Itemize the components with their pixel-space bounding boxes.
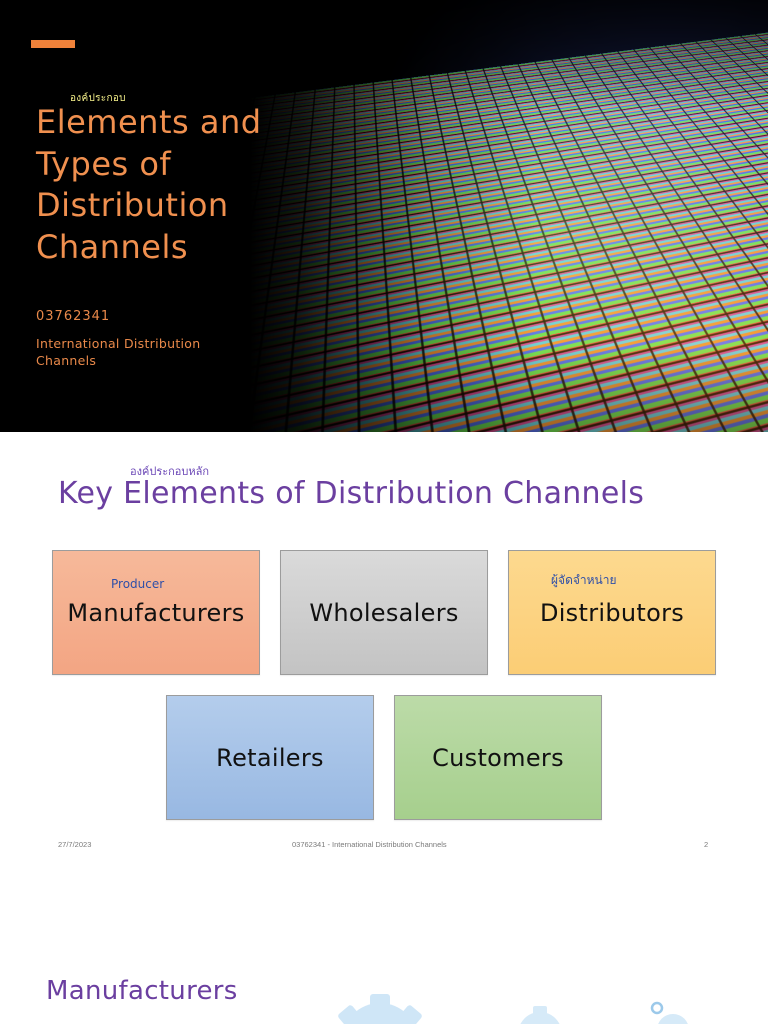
hero-image-fade bbox=[250, 0, 768, 432]
card-label: Wholesalers bbox=[309, 598, 459, 627]
element-card-distributors: ผู้จัดจำหน่าย Distributors bbox=[508, 550, 716, 675]
handwritten-annotation: ผู้จัดจำหน่าย bbox=[551, 573, 617, 587]
course-code: 03762341 bbox=[36, 309, 111, 324]
manufacturers-slide: Manufacturers bbox=[0, 862, 768, 1024]
handwritten-annotation: Producer bbox=[111, 577, 165, 591]
element-card-wholesalers: Wholesalers bbox=[280, 550, 488, 675]
handwritten-annotation: องค์ประกอบ bbox=[70, 93, 126, 104]
card-label: Customers bbox=[432, 743, 564, 772]
handwritten-annotation: องค์ประกอบหลัก bbox=[130, 465, 210, 478]
hero-image bbox=[250, 0, 768, 432]
course-name: International Distribution Channels bbox=[36, 336, 201, 368]
accent-bar bbox=[31, 40, 75, 48]
card-label: Retailers bbox=[216, 743, 324, 772]
card-label: Manufacturers bbox=[67, 598, 245, 627]
slide-title: Elements and Types of Distribution Chann… bbox=[36, 103, 262, 266]
slide-title: Key Elements of Distribution Channels bbox=[58, 476, 645, 511]
gear-icon bbox=[650, 1001, 688, 1024]
title-slide: องค์ประกอบ Elements and Types of Distrib… bbox=[0, 0, 768, 432]
footer-course: 03762341 - International Distribution Ch… bbox=[292, 840, 447, 849]
gear-icon bbox=[520, 1006, 560, 1024]
element-card-retailers: Retailers bbox=[166, 695, 374, 820]
footer-date: 27/7/2023 bbox=[58, 840, 92, 849]
element-card-manufacturers: Producer Manufacturers bbox=[52, 550, 260, 675]
footer-page-number: 2 bbox=[704, 840, 709, 849]
slide-title: Manufacturers bbox=[46, 976, 238, 1006]
gear-icon bbox=[338, 994, 422, 1024]
card-label: Distributors bbox=[539, 598, 685, 627]
key-elements-slide: องค์ประกอบหลัก Key Elements of Distribut… bbox=[0, 432, 768, 862]
element-card-customers: Customers bbox=[394, 695, 602, 820]
